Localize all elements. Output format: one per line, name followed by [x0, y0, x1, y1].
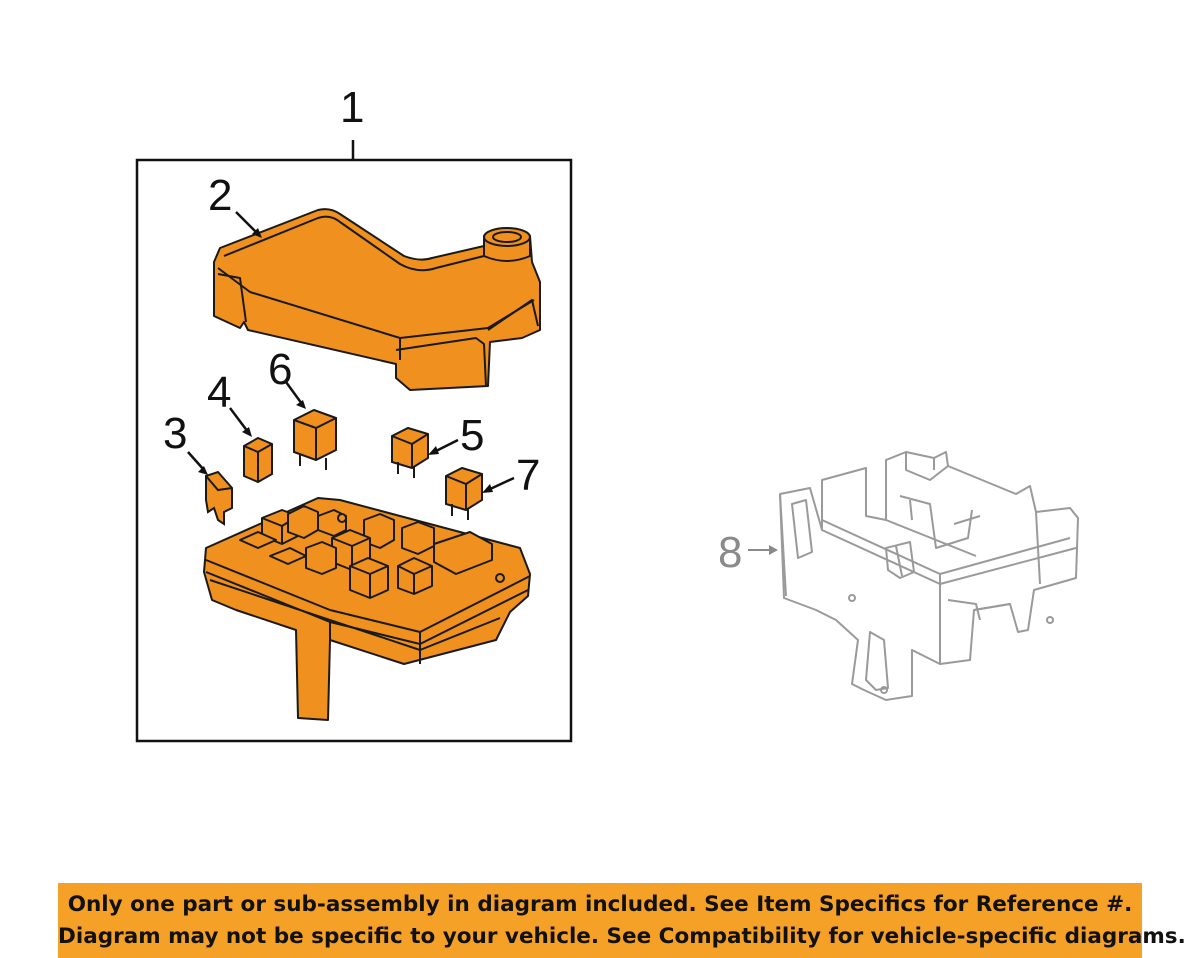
relay-part-7	[445, 466, 483, 520]
callout-3-arrow	[187, 451, 205, 471]
callout-5-arrowhead	[428, 446, 439, 455]
callout-6: 6	[268, 345, 292, 394]
callout-1: 1	[340, 83, 364, 132]
callout-7: 7	[516, 451, 540, 500]
callout-8: 8	[718, 528, 742, 577]
callout-2-arrowhead	[252, 228, 262, 238]
disclaimer-line-1: Only one part or sub-assembly in diagram…	[67, 892, 1133, 917]
callout-7-arrowhead	[482, 484, 493, 493]
callout-2: 2	[208, 171, 232, 220]
callout-5-arrow	[433, 438, 459, 454]
callout-3-arrowhead	[198, 466, 208, 475]
fuse-block-base	[203, 497, 531, 721]
callout-4: 4	[207, 368, 231, 417]
callout-6-arrow	[284, 381, 304, 405]
disclaimer-line-2: Diagram may not be specific to your vehi…	[58, 924, 1186, 949]
callout-2-arrow	[235, 211, 259, 235]
callout-7-arrow	[487, 476, 515, 492]
callout-5: 5	[460, 411, 484, 460]
callout-3: 3	[163, 409, 187, 458]
cover-part	[213, 208, 541, 391]
relay-part-5	[391, 426, 429, 478]
fuse-part	[205, 470, 233, 526]
callout-4-arrow	[229, 407, 249, 433]
callout-4-arrowhead	[242, 427, 252, 437]
relay-part-6	[293, 408, 337, 470]
relay-part-4	[243, 436, 273, 484]
mounting-tray	[779, 451, 1079, 701]
disclaimer-banner: Only one part or sub-assembly in diagram…	[58, 883, 1186, 958]
callout-8-arrowhead	[769, 545, 778, 555]
callout-6-arrowhead	[296, 400, 306, 409]
